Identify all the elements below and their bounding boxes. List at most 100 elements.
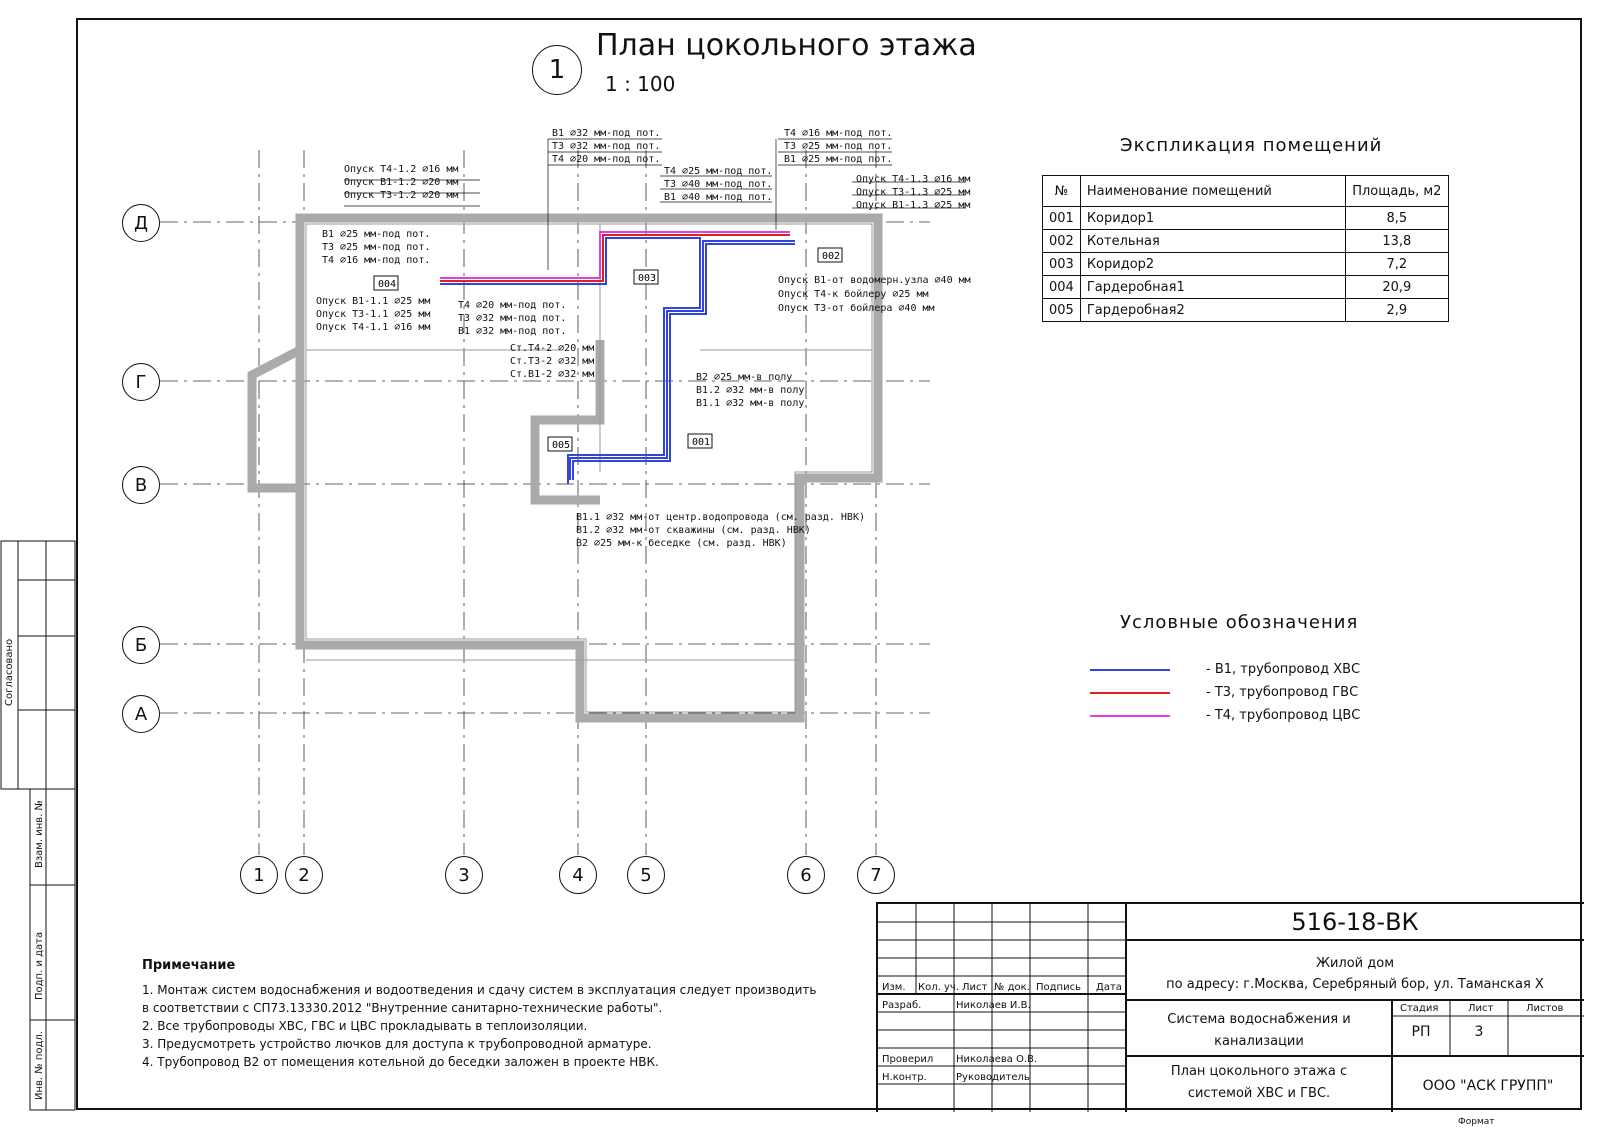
stamp-role: Разраб. xyxy=(882,1000,922,1011)
axis-col-2: 2 xyxy=(285,856,323,894)
side-sign-date: Подп. и дата xyxy=(34,931,45,1000)
format-label: Формат xyxy=(1458,1117,1495,1127)
stamp-col-sign: Подпись xyxy=(1036,982,1081,993)
legend-swatch xyxy=(1090,714,1170,717)
axis-row-G: Г xyxy=(122,363,160,401)
axis-col-3: 3 xyxy=(445,856,483,894)
room-tag-005: 005 xyxy=(552,440,570,451)
expl-cell: 13,8 xyxy=(1344,229,1449,253)
stamp-sheet-title-1: План цокольного этажа с xyxy=(1170,1064,1348,1079)
label-ld-2: Опуск Т4-1.1 ⌀16 мм xyxy=(316,322,430,333)
stamp-col-izm: Изм. xyxy=(882,982,906,993)
label-floor-0: В2 ⌀25 мм-в полу xyxy=(696,372,792,383)
expl-cell: 2,9 xyxy=(1344,298,1449,322)
legend-title: Условные обозначения xyxy=(1120,612,1359,633)
axis-row-B: Б xyxy=(122,626,160,664)
stamp-name: Руководитель xyxy=(956,1072,1030,1083)
axis-row-V: В xyxy=(122,466,160,504)
expl-cell: 004 xyxy=(1042,275,1081,299)
label-tm-1: Т3 ⌀32 мм-под пот. xyxy=(552,141,660,152)
label-tm-0: В1 ⌀32 мм-под пот. xyxy=(552,128,660,139)
expl-cell: Котельная xyxy=(1079,229,1346,253)
note-line: 3. Предусмотреть устройство лючков для д… xyxy=(142,1037,652,1051)
label-md-2: В1 ⌀32 мм-под пот. xyxy=(458,326,566,337)
label-tl-0: Опуск Т4-1.2 ⌀16 мм xyxy=(344,164,458,175)
drawing-title: План цокольного этажа xyxy=(596,28,977,63)
stamp-object-1: Жилой дом xyxy=(1315,956,1395,971)
legend-text: - В1, трубопровод ХВС xyxy=(1206,662,1361,677)
label-md-0: Т4 ⌀20 мм-под пот. xyxy=(458,300,566,311)
expl-cell: 005 xyxy=(1042,298,1081,322)
label-riser-1: Ст.Т3-2 ⌀32 мм xyxy=(510,356,594,367)
label-tr-0: Т4 ⌀16 мм-под пот. xyxy=(784,128,892,139)
legend-item-t4: - Т4, трубопровод ЦВС xyxy=(1090,708,1360,723)
side-inv-orig: Инв. № подл. xyxy=(34,1031,45,1100)
room-tags: 004 003 002 005 001 xyxy=(373,247,843,452)
note-line: 2. Все трубопроводы ХВС, ГВС и ЦВС прокл… xyxy=(142,1019,588,1033)
expl-header-no: № xyxy=(1042,175,1081,207)
expl-cell: 8,5 xyxy=(1344,206,1449,230)
explication-title: Экспликация помещений xyxy=(1120,135,1383,156)
label-boiler-2: Опуск Т3-от бойлера ⌀40 мм xyxy=(778,302,935,314)
stamp-sheet-label: Лист xyxy=(1468,1003,1494,1014)
pipe-t4 xyxy=(440,231,790,279)
stamp-company: ООО "АСК ГРУПП" xyxy=(1422,1078,1554,1094)
label-inlet-1: В1.2 ⌀32 мм-от скважины (см. разд. НВК) xyxy=(576,525,811,536)
axis-row-D: Д xyxy=(122,204,160,242)
label-rd-2: Опуск В1-1.3 ⌀25 мм xyxy=(856,200,970,211)
axis-col-5: 5 xyxy=(627,856,665,894)
label-boiler-0: Опуск В1-от водомерн.узла ⌀40 мм xyxy=(778,275,971,286)
stamp-role: Проверил xyxy=(882,1054,934,1065)
drawing-frame xyxy=(76,18,1582,1110)
stamp-col-kol: Кол. уч. xyxy=(918,982,959,993)
stamp-name: Николаева О.В. xyxy=(956,1054,1038,1065)
stamp-col-date: Дата xyxy=(1096,982,1122,993)
room-tag-001: 001 xyxy=(692,437,710,448)
label-md-1: Т3 ⌀32 мм-под пот. xyxy=(458,313,566,324)
axis-col-1: 1 xyxy=(240,856,278,894)
stamp-system-1: Система водоснабжения и xyxy=(1167,1012,1351,1027)
drawing-number-bubble: 1 xyxy=(532,45,582,95)
expl-cell: 003 xyxy=(1042,252,1081,276)
label-ld-0: Опуск В1-1.1 ⌀25 мм xyxy=(316,296,430,307)
expl-cell: 001 xyxy=(1042,206,1081,230)
legend-item-b1: - В1, трубопровод ХВС xyxy=(1090,662,1360,677)
axis-col-4: 4 xyxy=(559,856,597,894)
label-floor-1: В1.2 ⌀32 мм-в полу xyxy=(696,385,804,396)
expl-cell: Гардеробная1 xyxy=(1079,275,1346,299)
stamp-sheet-title-2: системой ХВС и ГВС. xyxy=(1187,1086,1331,1101)
stamp-stage-label: Стадия xyxy=(1400,1003,1439,1014)
explication-table: № Наименование помещений Площадь, м2 001… xyxy=(1042,175,1449,322)
axis-col-6: 6 xyxy=(787,856,825,894)
side-inv-replace: Взам. инв. № xyxy=(34,800,45,868)
stamp-sheet: 3 xyxy=(1474,1024,1484,1040)
label-rd-0: Опуск Т4-1.3 ⌀16 мм xyxy=(856,174,970,185)
label-inlet-0: В1.1 ⌀32 мм-от центр.водопровода (см. ра… xyxy=(576,512,865,523)
label-floor-2: В1.1 ⌀32 мм-в полу xyxy=(696,398,804,409)
notes-block: Примечание 1. Монтаж систем водоснабжени… xyxy=(142,957,862,1071)
label-tm2-0: Т4 ⌀25 мм-под пот. xyxy=(664,166,772,177)
side-agreed: Согласовано xyxy=(4,638,15,706)
expl-header-area: Площадь, м2 xyxy=(1344,175,1449,207)
title-block-grid xyxy=(878,904,1584,1112)
room-tag-003: 003 xyxy=(638,273,656,284)
label-r004-0: В1 ⌀25 мм-под пот. xyxy=(322,229,430,240)
legend-text: - Т3, трубопровод ГВС xyxy=(1206,685,1359,700)
notes-title: Примечание xyxy=(142,958,236,973)
expl-header-name: Наименование помещений xyxy=(1079,175,1346,207)
label-rd-1: Опуск Т3-1.3 ⌀25 мм xyxy=(856,187,970,198)
label-tl-2: Опуск Т3-1.2 ⌀20 мм xyxy=(344,190,458,201)
label-r004-1: Т3 ⌀25 мм-под пот. xyxy=(322,242,430,253)
legend-swatch xyxy=(1090,668,1170,671)
title-block: Изм. Кол. уч. Лист № док. Подпись Дата Р… xyxy=(876,902,1584,1112)
legend-text: - Т4, трубопровод ЦВС xyxy=(1206,708,1361,723)
expl-cell: 7,2 xyxy=(1344,252,1449,276)
label-riser-2: Ст.В1-2 ⌀32 мм xyxy=(510,369,594,380)
drawing-scale: 1 : 100 xyxy=(605,72,676,96)
legend-item-t3: - Т3, трубопровод ГВС xyxy=(1090,685,1358,700)
